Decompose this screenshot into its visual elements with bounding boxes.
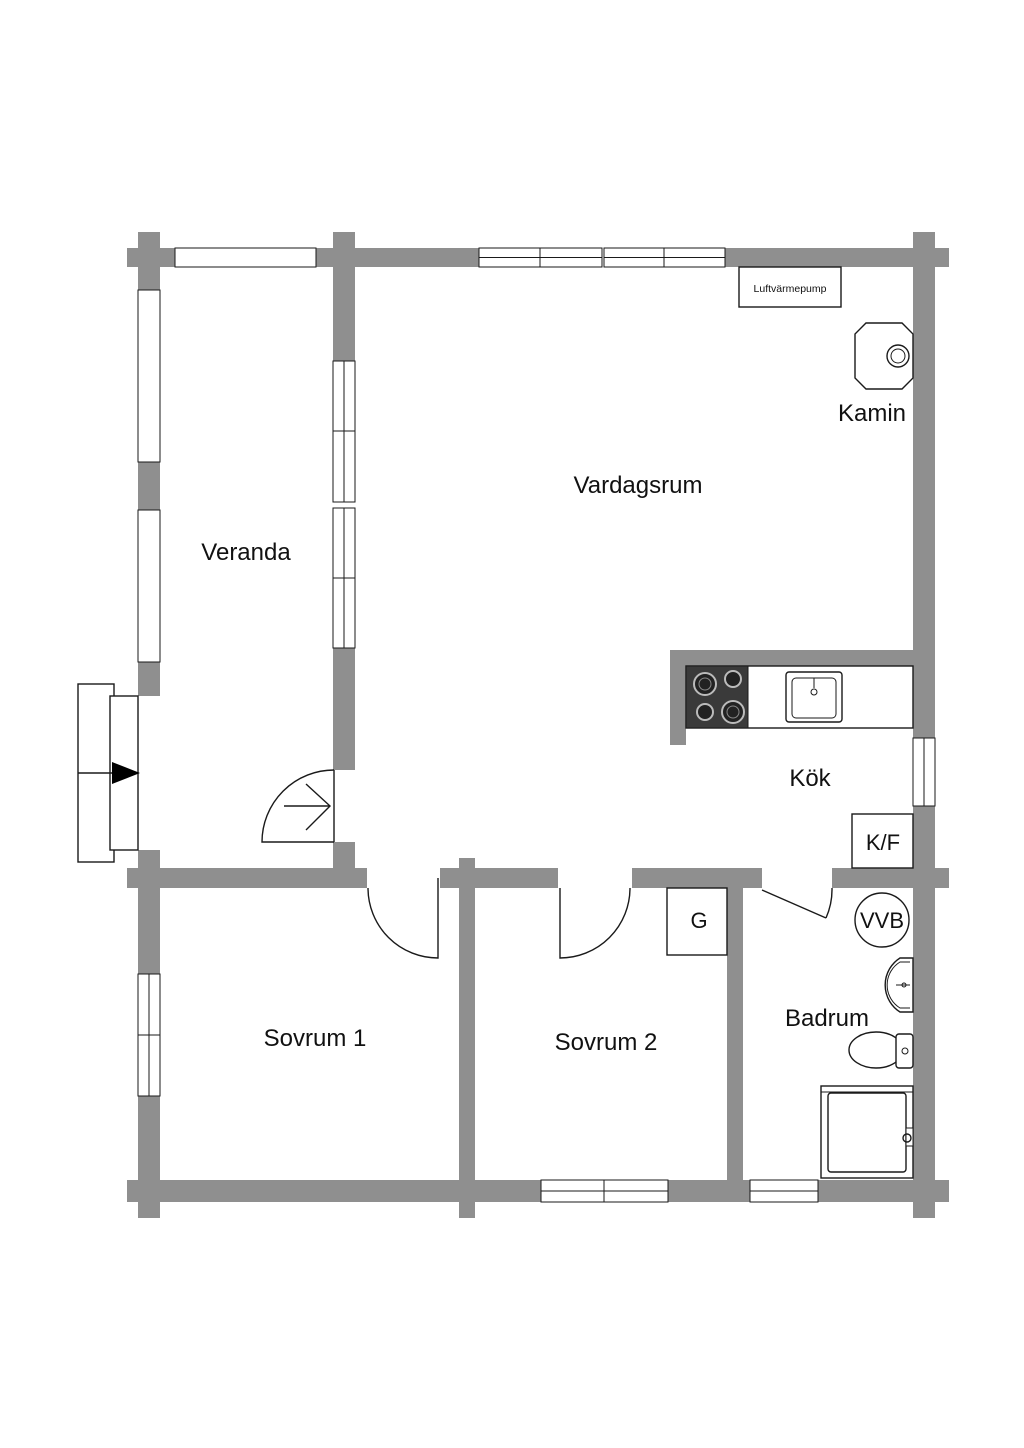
bedroom2-window	[540, 1179, 669, 1203]
inner-window-lower	[332, 507, 356, 649]
doors	[261, 769, 833, 959]
living-room-label: Vardagsrum	[574, 472, 703, 499]
water-heater-label: VVB	[860, 908, 904, 933]
fireplace-label: Kamin	[838, 400, 906, 427]
air-heat-pump-label: Luftvärmepump	[754, 283, 827, 295]
bathroom-window	[749, 1179, 819, 1203]
top-window-right	[603, 247, 726, 268]
inner-window-upper	[332, 360, 356, 503]
entrance-steps	[77, 683, 140, 863]
entrance-arrow-icon	[112, 762, 140, 784]
bedroom1-label: Sovrum 1	[264, 1025, 367, 1052]
water-heater: VVB	[854, 892, 910, 948]
wardrobe: G	[666, 887, 728, 956]
veranda-door	[261, 769, 335, 843]
toilet-icon	[848, 1031, 914, 1069]
washbasin-icon	[884, 957, 914, 1013]
bathroom-label: Badrum	[785, 1005, 869, 1032]
top-window-left	[478, 247, 603, 268]
bedroom2-door	[559, 887, 631, 959]
bedroom1-door	[367, 878, 439, 959]
windows	[137, 247, 936, 1203]
veranda-label: Veranda	[201, 539, 291, 566]
bedroom2-label: Sovrum 2	[555, 1029, 658, 1056]
air-heat-pump: Luftvärmepump	[738, 266, 842, 308]
shower-icon	[820, 1085, 914, 1179]
kitchen-counter	[685, 665, 914, 729]
kitchen-label: Kök	[789, 765, 831, 792]
bathroom-door	[761, 889, 827, 919]
fridge-freezer-label: K/F	[866, 830, 900, 855]
kitchen-window	[912, 737, 936, 807]
wardrobe-label: G	[690, 908, 707, 933]
fridge-freezer: K/F	[851, 813, 914, 869]
bedroom1-window	[137, 973, 161, 1097]
sink-icon	[785, 671, 843, 723]
fireplace: Kamin	[838, 322, 914, 427]
walls	[127, 232, 949, 1218]
stove-icon	[685, 665, 749, 729]
